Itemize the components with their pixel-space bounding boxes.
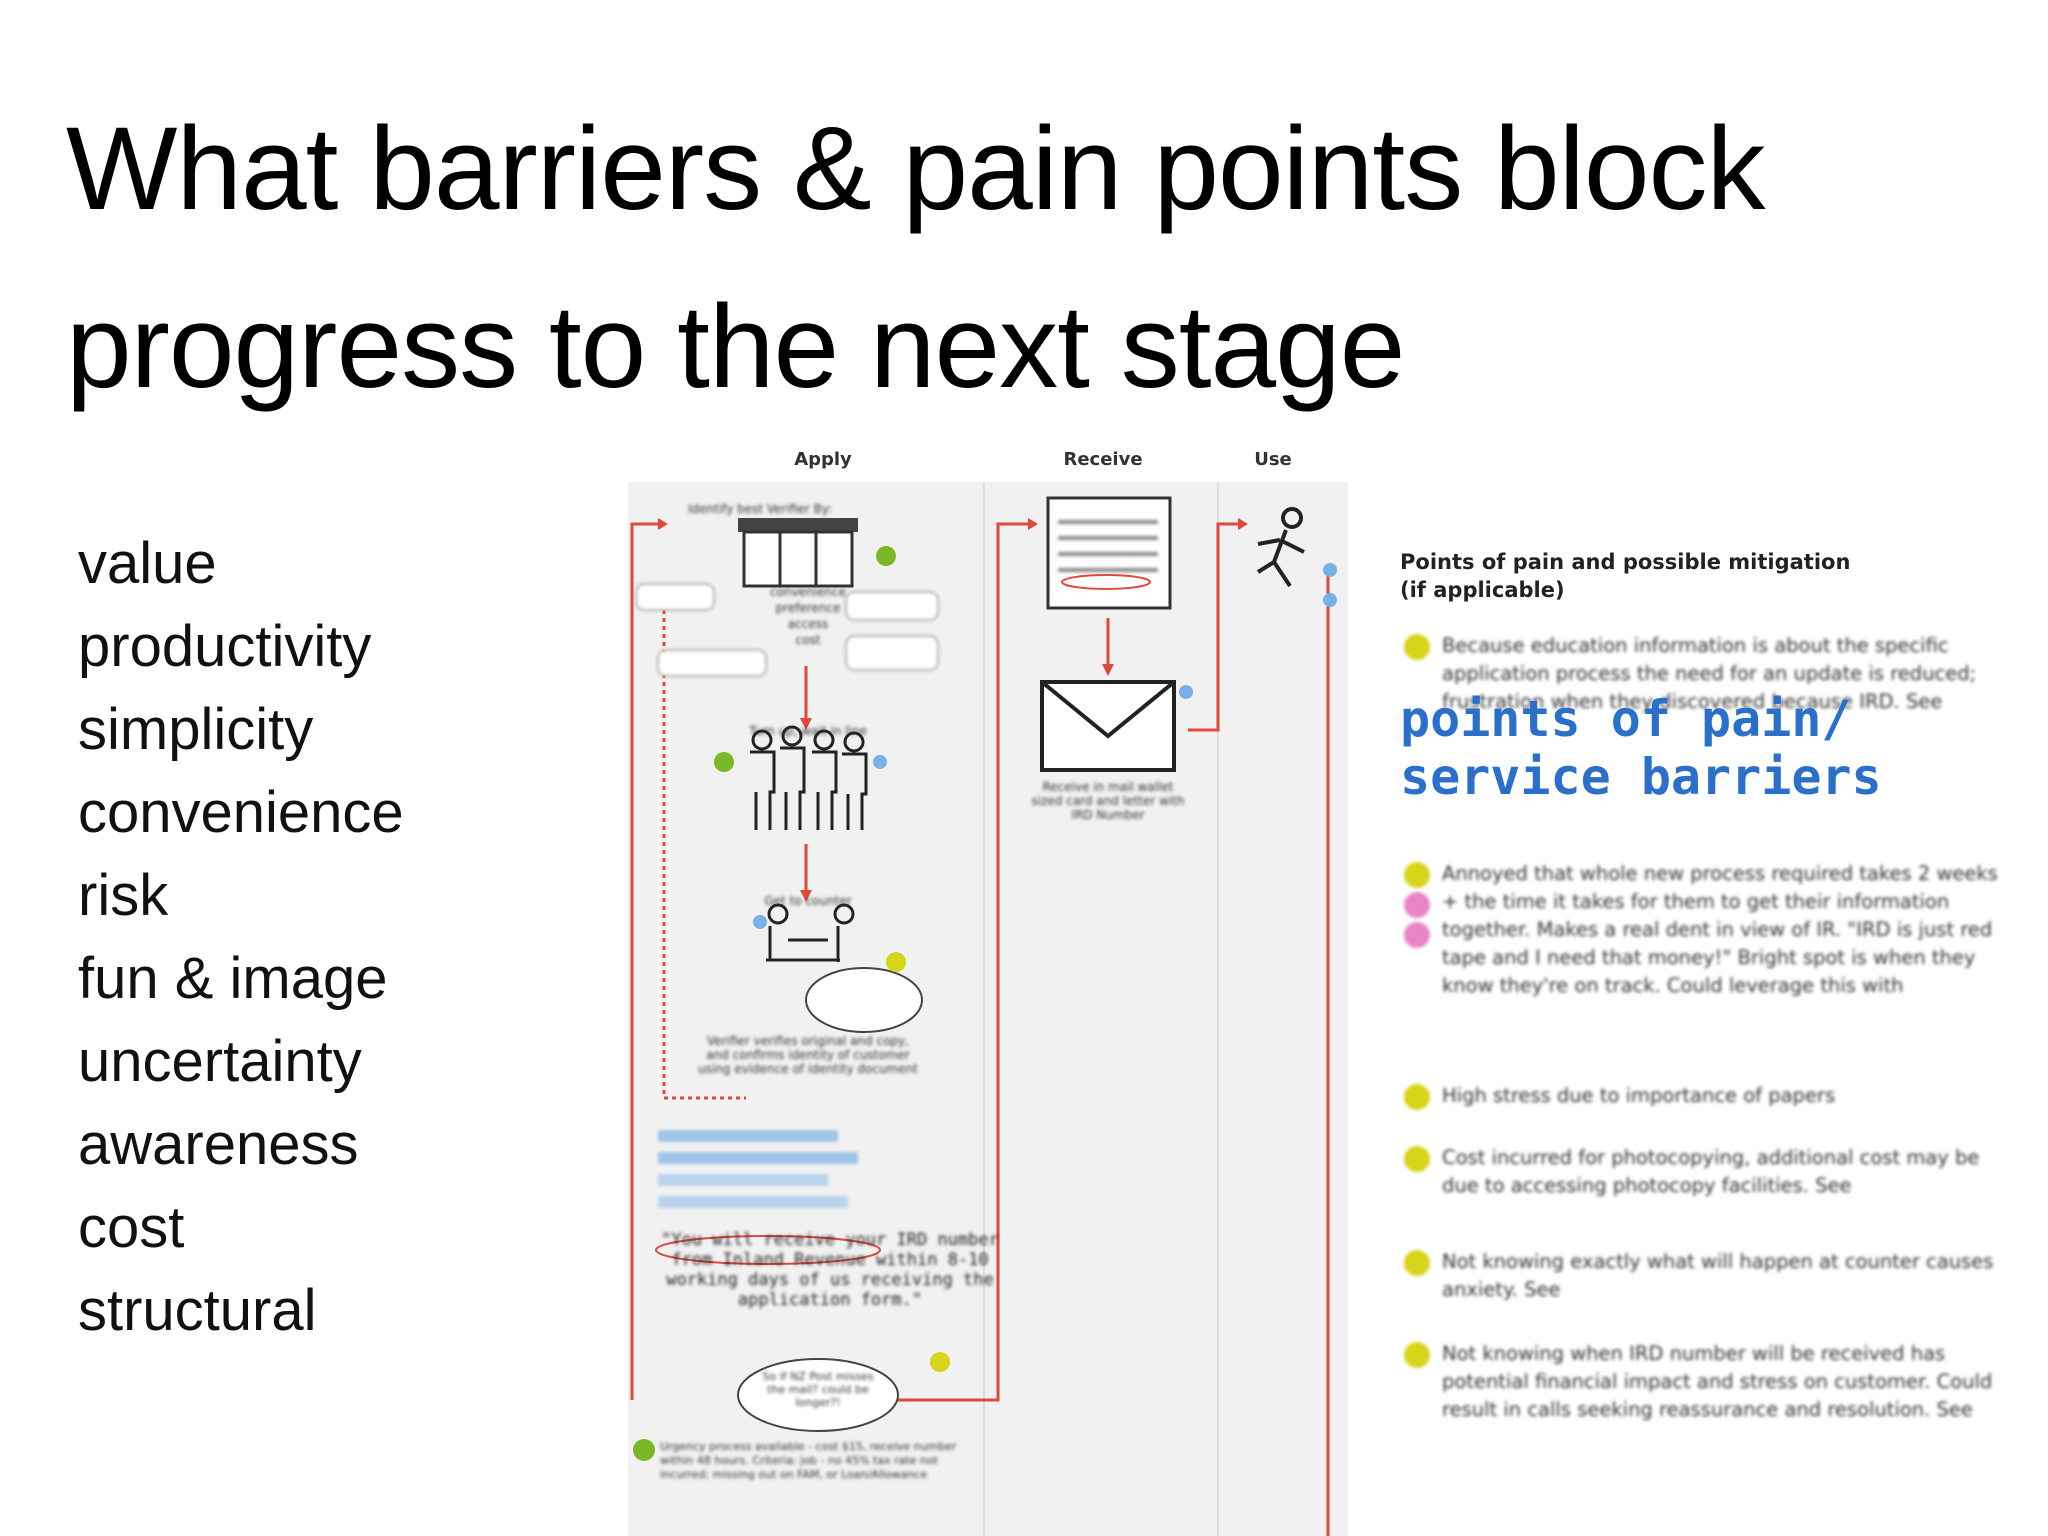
pain-point-item: High stress due to importance of papers	[1400, 1082, 2000, 1110]
factor-item: cost	[78, 1195, 185, 1260]
pain-dot	[1404, 1250, 1430, 1276]
pain-points-heading-line-2: (if applicable)	[1400, 578, 1565, 602]
slide-title-line-1: What barriers & pain points block	[66, 103, 1765, 235]
pain-points-panel: Points of pain and possible mitigation (…	[1400, 548, 2010, 1508]
factor-label: access	[787, 617, 829, 631]
factor-item: awareness	[78, 1112, 359, 1177]
overlay-line-2: service barriers	[1400, 748, 1882, 806]
pain-point-text: Annoyed that whole new process required …	[1442, 862, 1998, 997]
red-circle-annotation	[655, 1235, 881, 1265]
factor-label: cost	[795, 633, 821, 647]
pain-dot	[1404, 1342, 1430, 1368]
pain-dot	[1404, 1146, 1430, 1172]
pain-point-item: Not knowing exactly what will happen at …	[1400, 1248, 2000, 1304]
pain-point-item: Not knowing when IRD number will be rece…	[1400, 1340, 2000, 1424]
info-dot	[753, 915, 767, 929]
factor-bubbles	[635, 583, 939, 677]
pain-dot	[1404, 892, 1430, 918]
pain-point-text: Because education information is about t…	[1442, 634, 1977, 713]
step-identify-verifier: Identify best Verifier By:	[688, 502, 833, 516]
column-header-use: Use	[1254, 449, 1292, 470]
pain-point-text: Not knowing when IRD number will be rece…	[1442, 1342, 1993, 1421]
journey-map: Apply Receive Use	[628, 440, 1348, 1536]
slide-title: What barriers & pain points block progre…	[66, 80, 2026, 436]
pain-points-heading-line-1: Points of pain and possible mitigation	[1400, 550, 1851, 574]
pain-dot	[1404, 1084, 1430, 1110]
pain-point-item: Because education information is about t…	[1400, 632, 2000, 752]
factor-item: fun & image	[78, 946, 388, 1011]
factor-label: preference	[775, 601, 841, 615]
pain-dot	[1404, 922, 1430, 948]
pain-points-overlay-label: points of pain/ service barriers	[1400, 690, 1882, 806]
factor-item: risk	[78, 863, 169, 928]
counter-icon	[766, 903, 855, 962]
overlay-line-1: points of pain/	[1400, 690, 1852, 748]
factor-item: convenience	[78, 780, 404, 845]
factor-item: simplicity	[78, 697, 314, 762]
slide-title-line-2: progress to the next stage	[66, 281, 1405, 413]
worry-cloud-text: So if NZ Post misses the mail? could be …	[762, 1370, 874, 1409]
factor-label: convenience	[770, 585, 846, 599]
step-urgency-process: Urgency process available - cost $15, re…	[660, 1440, 957, 1481]
info-dot	[1323, 593, 1337, 607]
calendar-icon	[1046, 496, 1172, 610]
factor-item: productivity	[78, 614, 372, 679]
pain-point-text: High stress due to importance of papers	[1442, 1084, 1836, 1107]
pain-dot	[1404, 634, 1430, 660]
step-get-to-counter: Get to counter	[764, 894, 852, 908]
running-person-icon	[1256, 507, 1305, 588]
worry-cloud	[737, 1358, 899, 1432]
pain-point-item: Annoyed that whole new process required …	[1400, 860, 2000, 1060]
journey-map-drawing	[630, 482, 1337, 1536]
pain-dot	[1404, 862, 1430, 888]
mitigation-dot	[714, 752, 734, 772]
info-dot	[873, 755, 887, 769]
pain-point-text: Not knowing exactly what will happen at …	[1442, 1250, 1994, 1301]
column-header-apply: Apply	[794, 449, 852, 470]
step-verifier: Verifier verifies original and copy, and…	[698, 1034, 918, 1076]
step-receive-mail: Receive in mail wallet sized card and le…	[1031, 780, 1185, 822]
factor-item: structural	[78, 1278, 317, 1343]
flow-lines	[630, 522, 1330, 1536]
factor-item: value	[78, 531, 217, 596]
people-in-line-icon	[750, 725, 868, 830]
info-dot	[1323, 563, 1337, 577]
pain-points-heading: Points of pain and possible mitigation (…	[1400, 548, 2010, 604]
flow-arrowheads	[658, 518, 1248, 902]
pain-point-item: Cost incurred for photocopying, addition…	[1400, 1144, 2000, 1200]
highlighted-text-block	[658, 1130, 858, 1208]
storefront-icon	[738, 518, 858, 588]
envelope-icon	[1040, 680, 1176, 772]
receive-number-quote: "You will receive your IRD number from I…	[661, 1230, 999, 1310]
column-header-receive: Receive	[1063, 449, 1143, 470]
factor-item: uncertainty	[78, 1029, 362, 1094]
pain-point-text: Cost incurred for photocopying, addition…	[1442, 1146, 1980, 1197]
pain-dot	[930, 1352, 950, 1372]
mitigation-dot	[876, 546, 896, 566]
factor-list: value productivity simplicity convenienc…	[78, 522, 404, 1352]
mitigation-dot	[633, 1439, 655, 1461]
info-dot	[1179, 685, 1193, 699]
thought-cloud	[805, 967, 923, 1033]
pain-dot	[886, 952, 906, 972]
step-turn-up: Turn up, wait in line	[749, 724, 867, 738]
